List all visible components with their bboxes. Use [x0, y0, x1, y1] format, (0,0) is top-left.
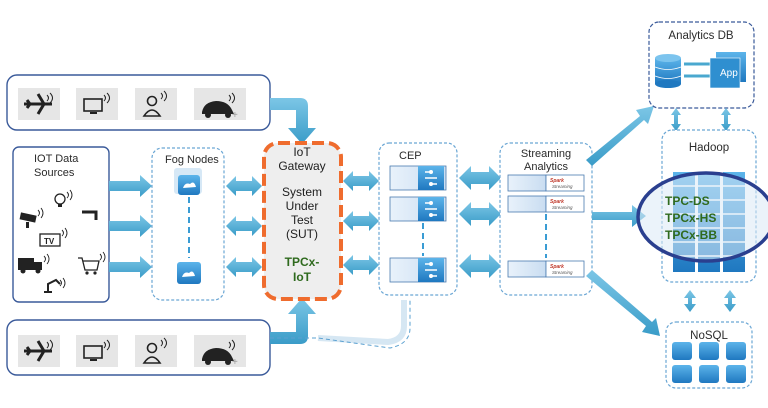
arrows-gateway-cep: [343, 171, 379, 275]
monitor-icon: [83, 98, 103, 114]
database-icon: [654, 54, 682, 88]
robot-arm-icon: [44, 278, 61, 293]
fog-nodes-panel: Fog Nodes: [151, 147, 225, 301]
devices-bottom-panel: +: [6, 319, 271, 376]
spark-label: Spark: [550, 199, 564, 205]
svg-text:+: +: [232, 357, 238, 368]
spark-sub: Streaming: [552, 184, 573, 189]
airplane-icon: [24, 340, 52, 362]
spark-streaming-module: Spark Streaming: [507, 260, 585, 278]
spark-label: Spark: [550, 264, 564, 270]
tv-icon: TV: [39, 233, 61, 247]
sut-line1: System: [282, 185, 322, 199]
monitor-icon: [83, 345, 103, 361]
sut-line4: (SUT): [286, 227, 318, 241]
iot-sources-title-line2: Sources: [34, 167, 75, 179]
app-icon: App: [709, 52, 746, 89]
spark-sub: Streaming: [552, 205, 573, 210]
truck-icon: [18, 258, 42, 274]
iot-sources-title-line1: IOT Data: [34, 153, 79, 165]
benchmark-line1: TPCx-: [285, 255, 320, 269]
nosql-nodes: [672, 342, 746, 383]
camera-icon: [19, 212, 37, 228]
iot-gateway-sut: IoT Gateway System Under Test (SUT) TPCx…: [262, 141, 343, 301]
arrow-bottom-to-gateway: [270, 298, 316, 344]
sut-line3: Test: [291, 213, 314, 227]
analytics-db-title: Analytics DB: [668, 30, 734, 42]
person-icon: [142, 95, 162, 117]
sync-arrows-icon: [684, 62, 712, 78]
cep-engine-icon: [389, 196, 447, 222]
spark-sub: Streaming: [552, 270, 573, 275]
arrows-streaming-to-storage: [586, 106, 660, 336]
streaming-title-line2: Analytics: [524, 161, 569, 173]
airplane-icon: [24, 93, 52, 115]
arrow-db-hadoop: [671, 108, 731, 131]
fog-node-icon: [174, 168, 202, 195]
signal-icon: [46, 90, 235, 104]
gateway-line1: IoT: [293, 145, 311, 159]
sut-line2: Under: [286, 199, 319, 213]
spark-label: Spark: [550, 178, 564, 184]
car-icon: +: [202, 348, 238, 368]
svg-text:+: +: [232, 110, 238, 121]
hadoop-panel: Hadoop TPC-DS TPCx-HS TPCx-BB: [636, 129, 768, 283]
arrow-top-to-gateway: [270, 98, 316, 144]
hadoop-bench3: TPCx-BB: [665, 228, 717, 242]
cep-panel: CEP: [378, 142, 458, 296]
iot-data-sources-panel: IOT Data Sources TV: [12, 146, 110, 303]
streaming-title-line1: Streaming: [521, 148, 571, 160]
faucet-icon: [82, 210, 98, 220]
arrows-sources-to-fog: [109, 175, 152, 278]
bulb-icon: [54, 193, 66, 207]
arrow-hadoop-nosql: [684, 290, 736, 312]
cep-engine-icon: [389, 165, 447, 191]
benchmark-highlight: [636, 171, 768, 263]
nosql-panel: NoSQL: [665, 321, 753, 389]
hadoop-title: Hadoop: [689, 142, 729, 154]
fog-nodes-title: Fog Nodes: [165, 154, 219, 166]
gateway-line2: Gateway: [278, 159, 325, 173]
cep-engine-icon: [389, 257, 447, 283]
hadoop-bench1: TPC-DS: [665, 194, 710, 208]
dashed-connector-cep: [270, 300, 411, 349]
nosql-title: NoSQL: [690, 330, 728, 342]
devices-top-panel: +: [6, 74, 271, 131]
fog-node-icon: [177, 262, 201, 284]
analytics-db-panel: Analytics DB App: [648, 21, 755, 109]
spark-streaming-module: Spark Streaming: [507, 174, 585, 192]
arrows-cep-streaming: [459, 166, 501, 278]
car-icon: +: [202, 101, 238, 121]
signal-icon: [46, 337, 235, 351]
benchmark-line2: IoT: [293, 270, 312, 284]
signal-icon: [37, 189, 106, 289]
app-label: App: [720, 68, 738, 79]
person-icon: [142, 342, 162, 364]
tv-label: TV: [44, 237, 55, 246]
spark-streaming-module: Spark Streaming: [507, 195, 585, 213]
cep-title: CEP: [399, 150, 422, 162]
hadoop-bench2: TPCx-HS: [665, 211, 716, 225]
cart-icon: [78, 257, 100, 275]
arrows-fog-gateway: [226, 176, 262, 277]
streaming-analytics-panel: Streaming Analytics Spark Streaming Spar…: [499, 142, 593, 296]
